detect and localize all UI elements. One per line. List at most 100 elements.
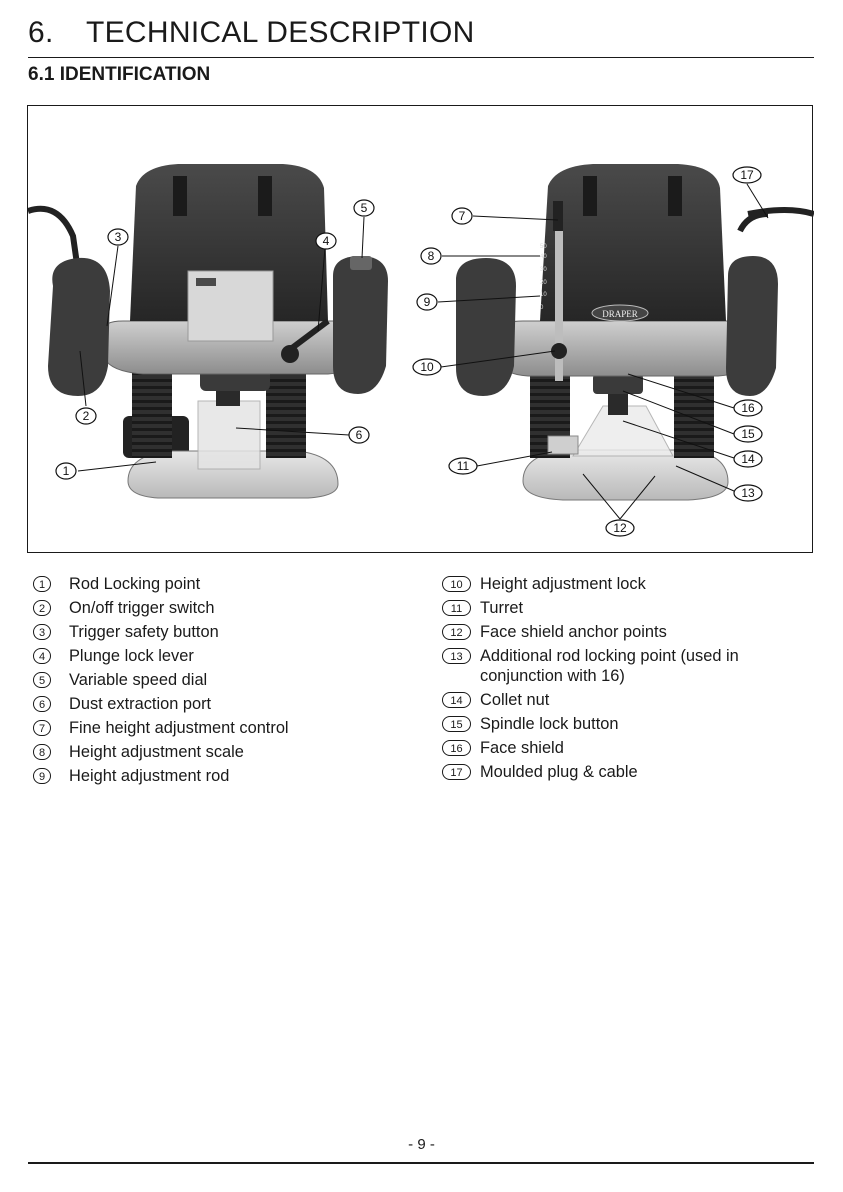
section-title: TECHNICAL DESCRIPTION	[86, 16, 475, 49]
svg-text:6: 6	[356, 428, 363, 442]
scale-mark: 10	[540, 292, 547, 298]
router-illustration: DRAPER 50 40 30 20 10 0	[28, 164, 814, 537]
svg-text:1: 1	[63, 464, 70, 478]
callout-8: 8	[420, 247, 442, 265]
legend-number-badge: 8	[33, 744, 51, 760]
legend-number-badge: 12	[442, 624, 471, 640]
legend-number-badge: 14	[442, 692, 471, 708]
legend-label: Additional rod locking point (used in co…	[480, 647, 739, 685]
page-number: - 9 -	[408, 1136, 435, 1153]
legend-label: Variable speed dial	[69, 671, 208, 689]
callout-badges: 1 2 3 4 5 6 7 8 9 10 11 12 13 14 15 16 1…	[55, 166, 763, 537]
router-side-view: DRAPER 50 40 30 20 10 0	[456, 164, 814, 501]
legend-label: Face shield anchor points	[480, 623, 667, 641]
legend-label: Rod Locking point	[69, 575, 201, 593]
section-heading: 6. TECHNICAL DESCRIPTION	[28, 16, 475, 50]
callout-11: 11	[448, 457, 478, 475]
svg-text:10: 10	[420, 360, 434, 374]
legend-label: On/off trigger switch	[69, 599, 215, 617]
callout-14: 14	[733, 450, 763, 468]
legend-item-4: 4 Plunge lock lever	[33, 646, 289, 670]
svg-text:17: 17	[740, 168, 754, 182]
legend-number-badge: 6	[33, 696, 51, 712]
legend-number-badge: 11	[442, 600, 471, 616]
svg-text:3: 3	[115, 230, 122, 244]
callout-17: 17	[732, 166, 762, 184]
scale-mark: 40	[540, 254, 547, 260]
router-front-view	[28, 164, 388, 499]
legend-label: Height adjustment scale	[69, 743, 244, 761]
callout-15: 15	[733, 425, 763, 443]
legend-item-15: 15 Spindle lock button	[442, 714, 780, 738]
scale-mark: 50	[540, 244, 547, 250]
legend-item-1: 1 Rod Locking point	[33, 574, 289, 598]
callout-16: 16	[733, 399, 763, 417]
legend-label: Spindle lock button	[480, 715, 619, 733]
legend-number-badge: 7	[33, 720, 51, 736]
legend-item-13: 13 Additional rod locking point (used in …	[442, 646, 780, 690]
svg-text:4: 4	[323, 234, 330, 248]
svg-text:13: 13	[741, 486, 755, 500]
callout-4: 4	[315, 232, 337, 250]
callout-6: 6	[348, 426, 370, 444]
legend-number-badge: 17	[442, 764, 471, 780]
legend-label: Plunge lock lever	[69, 647, 194, 665]
legend-number-badge: 2	[33, 600, 51, 616]
subsection-title: 6.1 IDENTIFICATION	[28, 64, 211, 85]
legend-item-6: 6 Dust extraction port	[33, 694, 289, 718]
legend-item-14: 14 Collet nut	[442, 690, 780, 714]
legend-number-badge: 13	[442, 648, 471, 664]
svg-text:14: 14	[741, 452, 755, 466]
callout-13: 13	[733, 484, 763, 502]
legend-label: Turret	[480, 599, 524, 617]
svg-text:8: 8	[428, 249, 435, 263]
callout-10: 10	[412, 358, 442, 376]
svg-text:2: 2	[83, 409, 90, 423]
legend-item-12: 12 Face shield anchor points	[442, 622, 780, 646]
legend-item-8: 8 Height adjustment scale	[33, 742, 289, 766]
legend-number-badge: 15	[442, 716, 471, 732]
legend-item-9: 9 Height adjustment rod	[33, 766, 289, 790]
section-number: 6.	[28, 16, 54, 49]
svg-text:16: 16	[741, 401, 755, 415]
legend-item-5: 5 Variable speed dial	[33, 670, 289, 694]
legend-item-16: 16 Face shield	[442, 738, 780, 762]
legend-label: Height adjustment lock	[480, 575, 646, 593]
legend-number-badge: 16	[442, 740, 471, 756]
identification-figure: DRAPER 50 40 30 20 10 0	[27, 105, 814, 553]
svg-text:12: 12	[613, 521, 627, 535]
callout-12: 12	[605, 519, 635, 537]
svg-text:15: 15	[741, 427, 755, 441]
legend-label: Moulded plug & cable	[480, 763, 638, 781]
legend-number-badge: 1	[33, 576, 51, 592]
legend-left-column: 1 Rod Locking point 2 On/off trigger switc…	[33, 574, 289, 790]
legend-label: Face shield	[480, 739, 564, 757]
callout-leaders	[77, 183, 769, 520]
callout-7: 7	[451, 207, 473, 225]
legend-number-badge: 5	[33, 672, 51, 688]
legend-item-2: 2 On/off trigger switch	[33, 598, 289, 622]
legend-number-badge: 9	[33, 768, 51, 784]
legend-label: Dust extraction port	[69, 695, 212, 713]
scale-mark: 0	[540, 305, 544, 311]
callout-3: 3	[107, 228, 129, 246]
svg-text:7: 7	[459, 209, 466, 223]
scale-mark: 20	[540, 280, 547, 286]
height-scale: 50 40 30 20 10 0	[540, 244, 547, 311]
legend-item-17: 17 Moulded plug & cable	[442, 762, 780, 786]
callout-9: 9	[416, 293, 438, 311]
heading-rule	[28, 57, 814, 58]
legend-label: Height adjustment rod	[69, 767, 230, 785]
svg-text:11: 11	[457, 459, 470, 473]
brand-badge: DRAPER	[602, 309, 638, 319]
legend-label: Collet nut	[480, 691, 550, 709]
svg-text:5: 5	[361, 201, 368, 215]
legend-number-badge: 3	[33, 624, 51, 640]
callout-1: 1	[55, 462, 77, 480]
svg-text:9: 9	[424, 295, 431, 309]
legend-label: Trigger safety button	[69, 623, 219, 641]
legend-number-badge: 4	[33, 648, 51, 664]
